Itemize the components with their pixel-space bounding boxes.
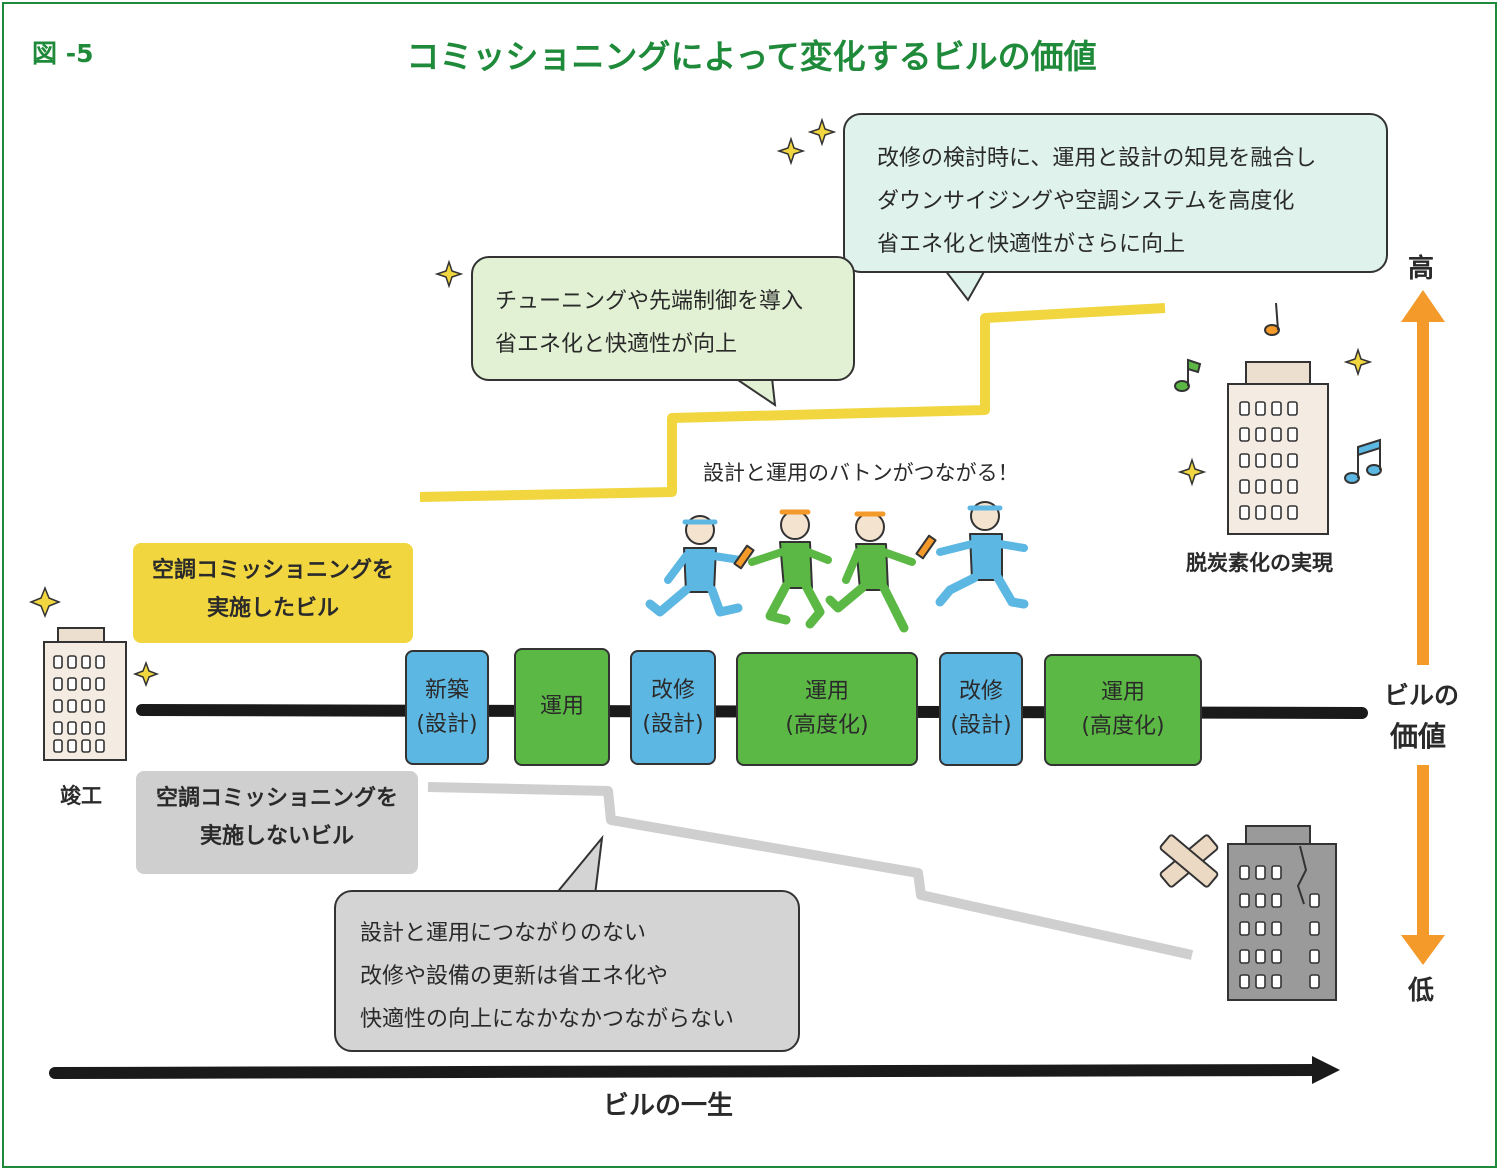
phase-label: 改修 [958,679,1003,704]
retrofit-speech-bubble: 改修の検討時に、運用と設計の知見を融合し ダウンサイジングや空調システムを高度化… [843,113,1388,273]
building-icon [1227,825,1337,1001]
building-icon [1227,361,1329,535]
axis-high-label: 高 [1408,254,1435,284]
phase-label: 運用 [1100,680,1145,705]
phase-label: 改修 [650,677,695,703]
bubble-line: 改修の検討時に、運用と設計の知見を融合し [877,146,1317,171]
completion-label: 竣工 [60,784,102,808]
value-axis-arrow [1401,290,1445,965]
axis-low-label: 低 [1408,976,1435,1006]
cross-mark-icon [1159,834,1219,888]
phase-sublabel: (高度化) [785,713,869,738]
relay-runners-illustration [645,501,1029,633]
non-commissioned-building-tag: 空調コミッショニングを 実施しないビル [136,771,418,874]
sparkle-icon [28,117,1373,688]
phase-sublabel: (設計) [416,711,478,737]
lifetime-label: ビルの一生 [603,1091,734,1121]
retrofit-bubble-tail [942,269,987,302]
figure-label: 図 -5 [32,39,94,68]
non-commissioned-value-line [427,782,1194,960]
phase-label: 運用 [539,694,584,719]
relay-caption: 設計と運用のバトンがつながる！ [703,461,1019,485]
decarbonization-label: 脱炭素化の実現 [1186,551,1333,575]
bubble-line: 改修や設備の更新は省エネ化や [360,964,669,989]
bubble-line: 快適性の向上になかなかつながらない [360,1007,735,1032]
tag-line: 実施したビル [206,596,339,621]
tag-line: 空調コミッショニングを [155,786,398,811]
bubble-line: 省エネ化と快適性が向上 [495,332,738,357]
music-note-icon [1174,302,1382,484]
lifetime-arrow [49,1056,1340,1084]
phase-retrofit-design: 改修 (設計) [630,650,716,765]
bubble-line: ダウンサイジングや空調システムを高度化 [877,189,1295,214]
tag-line: 空調コミッショニングを [151,558,394,583]
phase-advanced-operation: 運用 (高度化) [736,652,918,766]
no-link-speech-bubble: 設計と運用につながりのない 改修や設備の更新は省エネ化や 快適性の向上になかなか… [334,890,800,1052]
phase-retrofit-design: 改修 (設計) [939,652,1023,766]
axis-value-label: ビルの [1384,681,1460,710]
bubble-line: 設計と運用につながりのない [360,921,647,946]
phase-advanced-operation: 運用 (高度化) [1044,654,1202,766]
bubble-line: 省エネ化と快適性がさらに向上 [877,232,1186,257]
phase-sublabel: (高度化) [1081,714,1165,739]
building-icon [43,627,127,761]
tag-line: 実施しないビル [199,824,354,849]
bubble-line: チューニングや先端制御を導入 [495,289,804,314]
no-link-bubble-tail [552,834,604,896]
axis-value-label: 価値 [1390,720,1447,753]
figure-title: コミッショニングによって変化するビルの価値 [406,37,1097,76]
phase-label: 運用 [804,679,849,704]
phase-new-construction-design: 新築 (設計) [405,650,489,765]
tuning-speech-bubble: チューニングや先端制御を導入 省エネ化と快適性が向上 [471,256,855,381]
commissioned-building-tag: 空調コミッショニングを 実施したビル [133,543,413,643]
phase-operation: 運用 [514,648,610,766]
phase-sublabel: (設計) [950,713,1012,738]
tuning-bubble-tail [731,377,777,408]
phase-sublabel: (設計) [642,711,704,737]
commissioned-value-line [419,303,1166,502]
phase-label: 新築 [424,677,469,703]
